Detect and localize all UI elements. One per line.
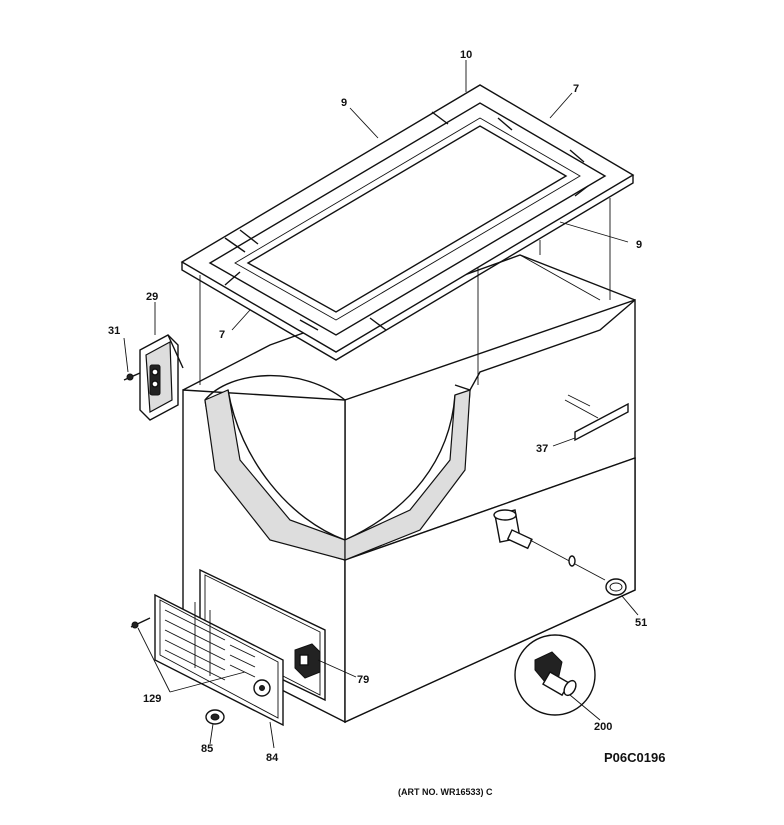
label-part-29: 29 — [146, 291, 158, 303]
label-part-9-top: 9 — [341, 97, 347, 109]
grille-screws — [130, 617, 151, 629]
art-number: (ART NO. WR16533) C — [398, 787, 493, 797]
label-part-31: 31 — [108, 325, 120, 337]
label-part-9-right: 9 — [636, 239, 642, 251]
label-part-85: 85 — [201, 743, 213, 755]
label-part-79: 79 — [357, 674, 369, 686]
label-part-51: 51 — [635, 617, 647, 629]
label-part-7-top: 7 — [573, 83, 579, 95]
relay-component — [294, 643, 321, 679]
nameplate — [564, 394, 629, 442]
label-part-37: 37 — [536, 443, 548, 455]
lid-gasket — [180, 84, 635, 361]
leader-lines — [123, 60, 639, 749]
drain-plug-detail — [514, 634, 596, 716]
label-part-129: 129 — [143, 693, 161, 705]
label-part-200: 200 — [594, 721, 612, 733]
label-part-84: 84 — [266, 752, 279, 764]
grille-knob — [205, 709, 225, 725]
label-part-10: 10 — [460, 49, 472, 61]
drain-fitting — [493, 509, 627, 596]
label-part-7-left: 7 — [219, 329, 225, 341]
access-grille — [154, 593, 284, 727]
hinge-bracket — [139, 334, 184, 421]
diagram-code: P06C0196 — [604, 750, 665, 765]
hinge-screw — [123, 372, 141, 381]
machine-compartment — [199, 568, 326, 702]
